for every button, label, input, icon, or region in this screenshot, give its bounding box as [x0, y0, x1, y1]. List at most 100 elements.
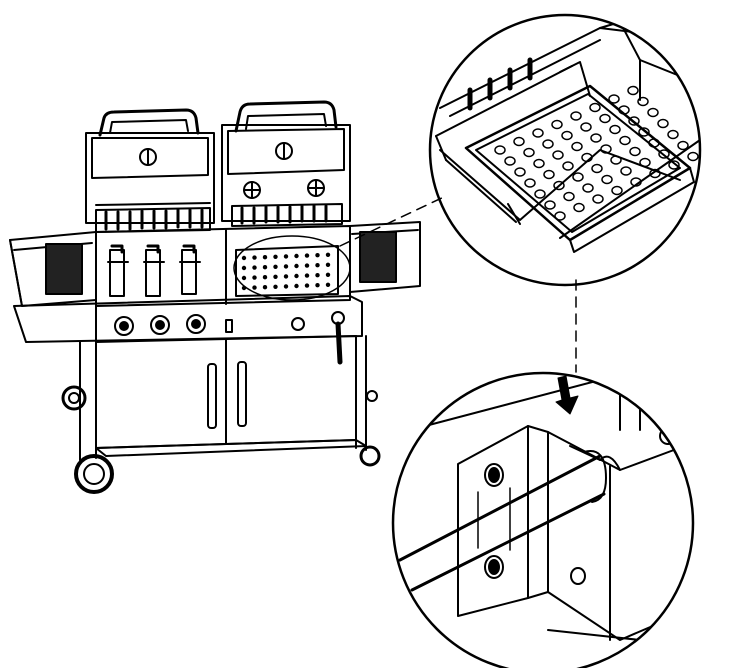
- tray-hole: [648, 138, 660, 148]
- tray-hole: [533, 158, 545, 169]
- tray-hole: [582, 183, 594, 193]
- tray-hole: [618, 105, 630, 115]
- tray-hole: [283, 264, 289, 269]
- tray-hole: [294, 263, 299, 269]
- right-burner-grate: [359, 231, 397, 283]
- tray-hole: [647, 107, 659, 118]
- tray-hole: [601, 174, 613, 185]
- tray-hole: [534, 189, 546, 199]
- tray-hole: [294, 273, 299, 279]
- tray-hole: [252, 285, 257, 290]
- tray-hole: [610, 155, 622, 165]
- tray-hole: [668, 160, 680, 170]
- tray-hole: [543, 169, 555, 180]
- tray-hole: [629, 146, 641, 157]
- tray-hole: [315, 283, 320, 288]
- left-side-shelf: [9, 231, 97, 307]
- tray-hole: [294, 283, 299, 289]
- warming-tray-installed: [235, 245, 339, 297]
- tray-hole: [283, 254, 289, 259]
- right-grill-bars: [231, 203, 343, 227]
- tray-hole: [554, 211, 566, 221]
- tray-hole: [552, 150, 564, 160]
- tray-hole: [304, 253, 310, 258]
- tray-hole: [252, 255, 257, 260]
- tray-hole: [609, 124, 621, 135]
- grill: [9, 100, 421, 494]
- tray-hole: [504, 156, 516, 166]
- bracket-detail-callout: [391, 371, 695, 668]
- tray-hole: [599, 113, 611, 124]
- tray-hole: [262, 275, 268, 280]
- tray-hole: [542, 139, 554, 149]
- tray-hole: [591, 163, 603, 174]
- tray-hole: [637, 96, 649, 107]
- tray-hole: [620, 166, 632, 176]
- tray-hole: [325, 252, 331, 257]
- tray-hole: [687, 151, 699, 162]
- tray-hole: [611, 185, 623, 196]
- tray-hole: [561, 130, 573, 141]
- left-burner-grate: [45, 243, 83, 295]
- tray-hole: [638, 127, 650, 137]
- tray-hole: [315, 263, 320, 268]
- tool-hanging: [335, 321, 343, 365]
- right-door-handle: [237, 361, 247, 427]
- tray-hole: [580, 122, 592, 132]
- tray-hole: [619, 135, 631, 146]
- tray-hole: [252, 275, 257, 280]
- tray-hole: [573, 202, 585, 213]
- rear-wheel: [61, 385, 87, 411]
- tray-hole: [532, 128, 544, 138]
- tray-hole: [325, 272, 331, 277]
- tray-hole: [667, 129, 679, 140]
- tray-hole: [241, 255, 247, 261]
- caster-wheel: [359, 445, 381, 467]
- tray-hole: [315, 253, 320, 258]
- tray-hole: [544, 200, 556, 210]
- tray-hole: [304, 273, 310, 278]
- grill-body: [13, 225, 363, 365]
- left-grill-bars: [95, 207, 211, 233]
- tray-hole: [262, 265, 268, 270]
- tray-hole: [608, 94, 620, 104]
- grill-cart: [61, 335, 381, 494]
- tray-hole: [262, 285, 268, 290]
- tray-hole: [524, 178, 536, 188]
- right-lid: [221, 100, 351, 222]
- tray-hole: [639, 157, 651, 168]
- tray-detail-callout: [428, 13, 702, 287]
- leader-lines: [339, 195, 577, 373]
- tray-hole: [262, 255, 268, 260]
- side-knob: [291, 317, 305, 331]
- control-panel: [13, 295, 363, 343]
- tray-hole: [571, 141, 583, 152]
- front-wheel: [74, 454, 114, 494]
- tray-hole: [294, 253, 299, 259]
- right-side-shelf: [349, 221, 421, 293]
- tray-hole: [283, 274, 289, 279]
- tray-hole: [627, 85, 639, 96]
- detail-highlight-circle: [233, 235, 351, 301]
- tray-hole: [325, 282, 331, 287]
- tray-hole: [241, 265, 247, 271]
- tray-hole: [600, 144, 612, 154]
- tray-hole: [523, 147, 535, 158]
- tray-hole: [283, 284, 289, 289]
- tray-hole: [572, 172, 584, 182]
- tray-hole: [494, 145, 506, 155]
- tray-hole: [273, 284, 278, 289]
- tray-hole: [630, 177, 642, 187]
- control-knob-3: [186, 314, 206, 334]
- tray-hole: [581, 152, 593, 163]
- tray-hole: [551, 119, 563, 130]
- left-door-handle: [207, 363, 217, 429]
- tray-hole: [273, 274, 278, 279]
- tray-hole: [304, 263, 310, 268]
- tray-hole: [628, 116, 640, 126]
- igniter-button: [225, 319, 233, 333]
- tray-hole: [649, 168, 661, 179]
- tray-hole: [570, 111, 582, 121]
- tray-hole: [657, 118, 669, 129]
